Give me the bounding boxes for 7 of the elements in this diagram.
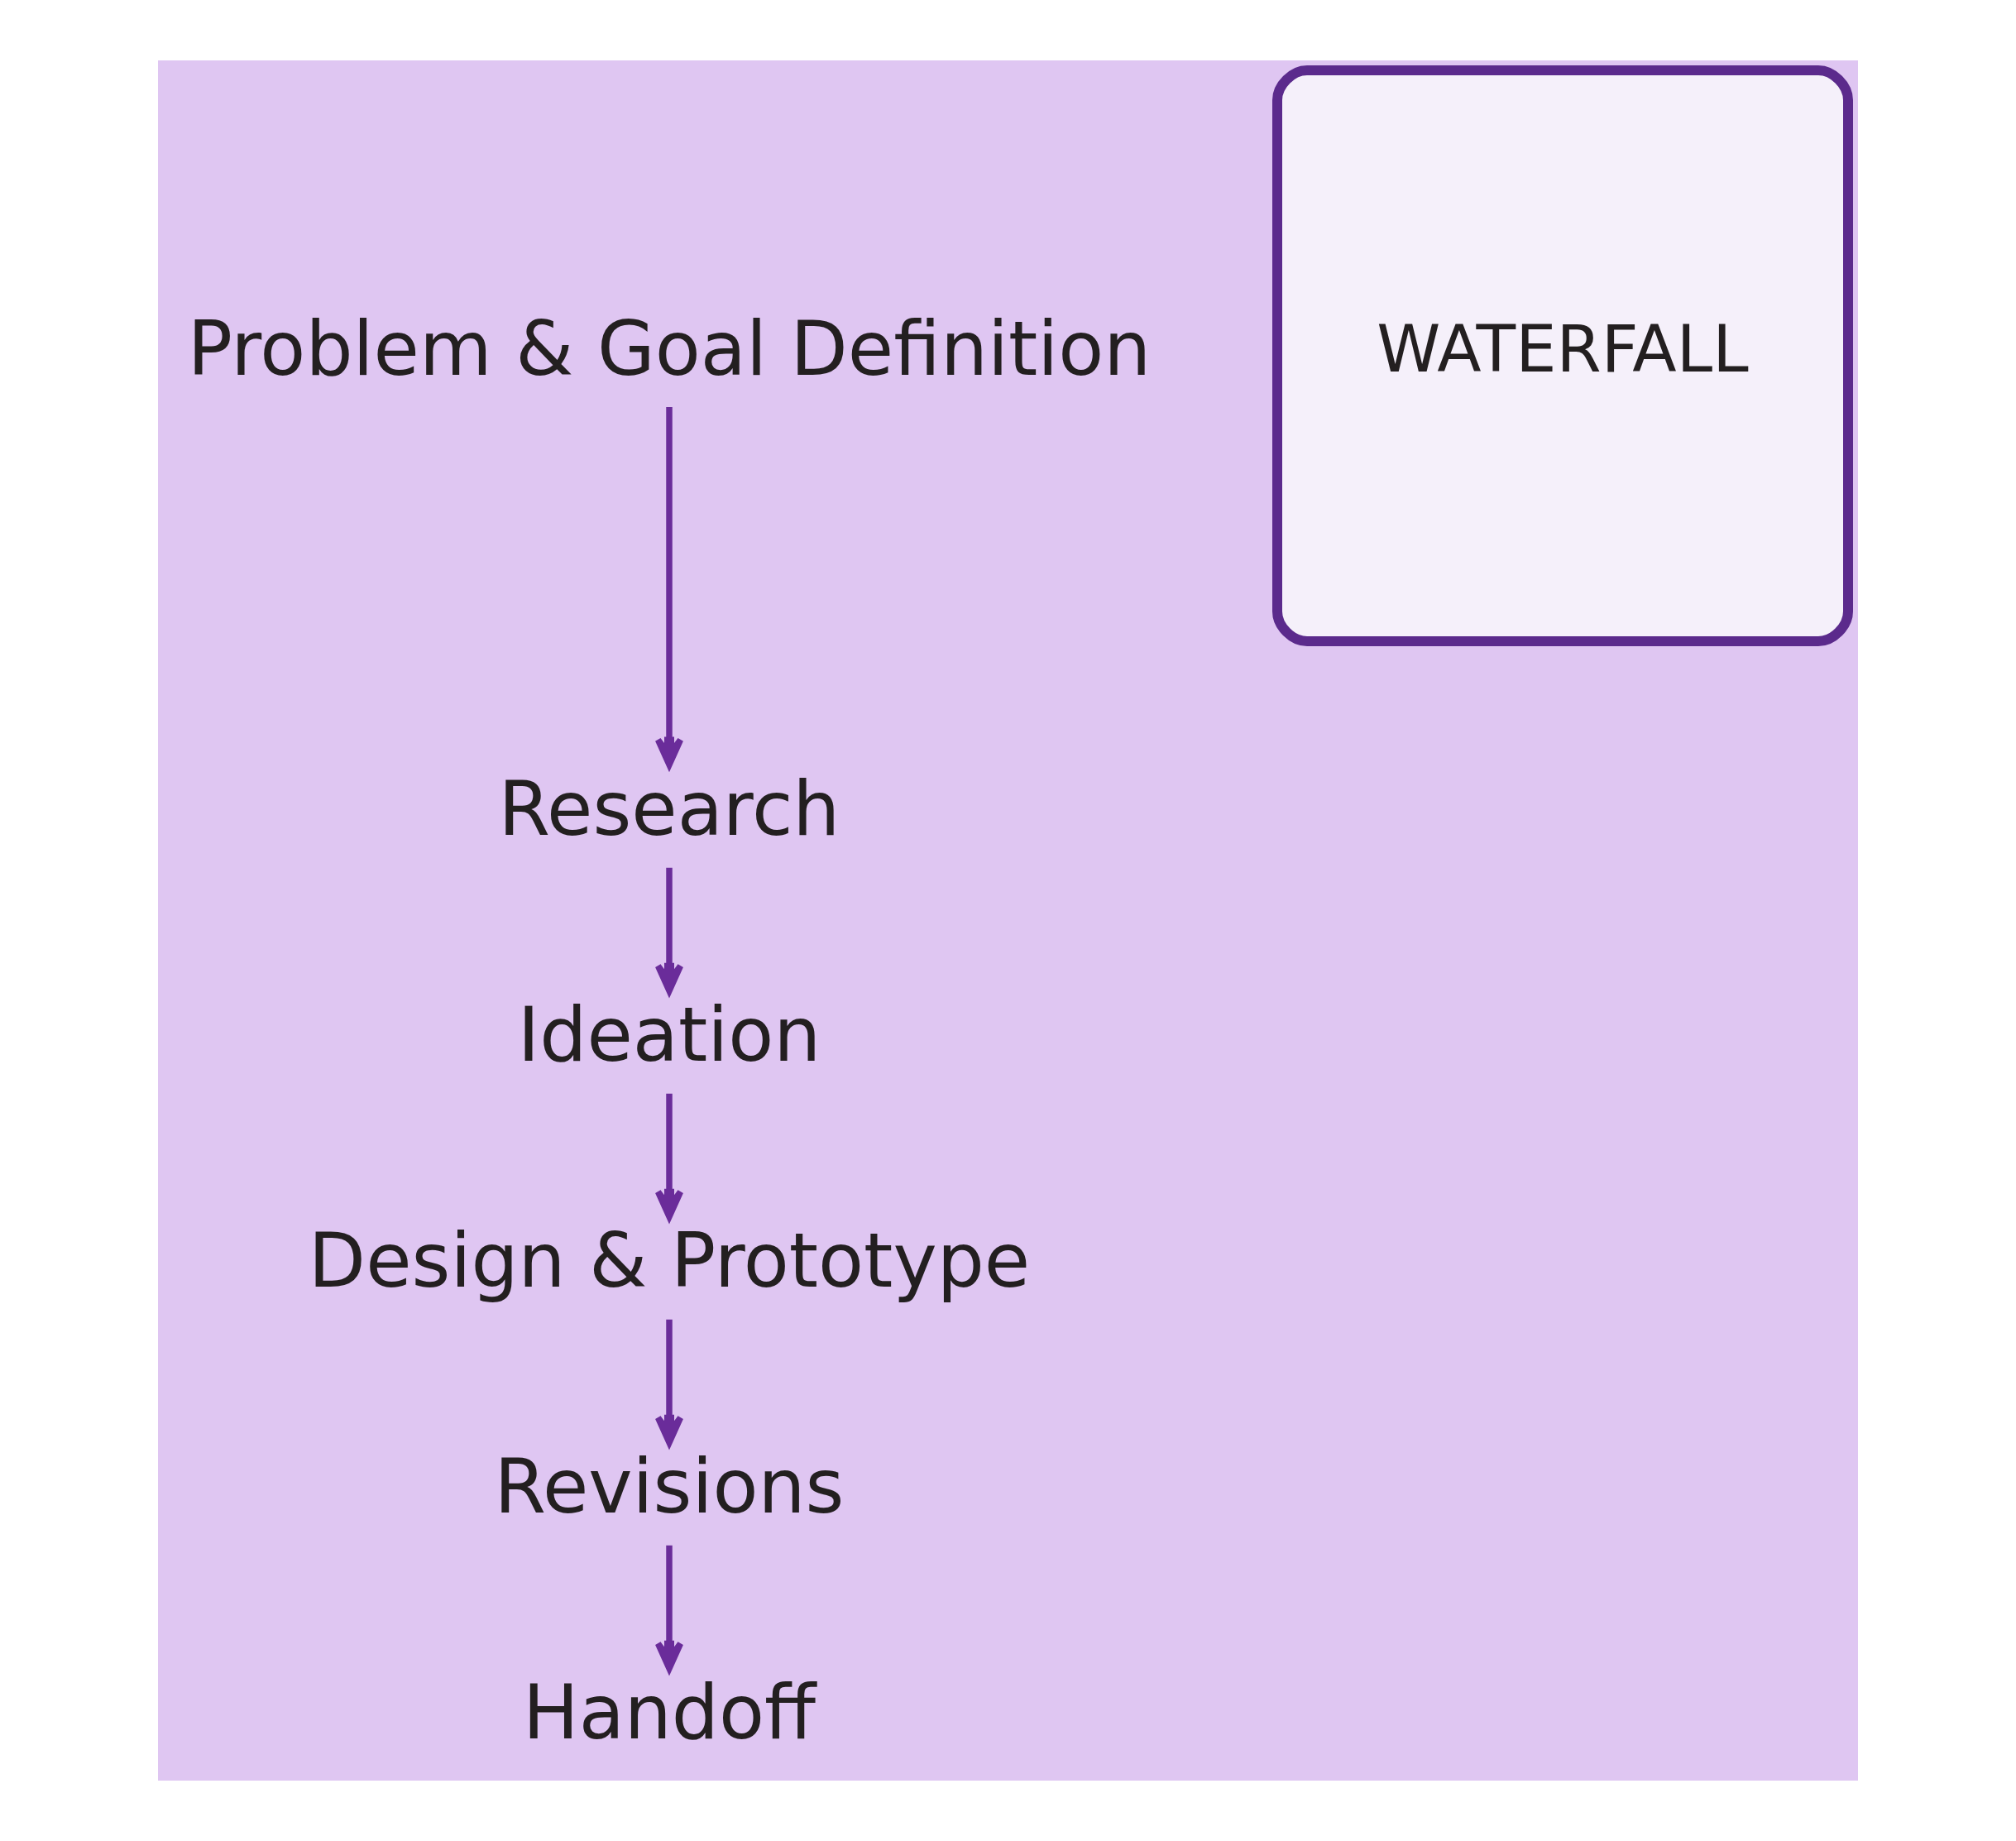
node-text: Handoff [522, 1669, 816, 1756]
node-text: Problem & Goal Definition [187, 304, 1152, 392]
node-text: Research [498, 765, 840, 852]
node-box: WATERFALL [1272, 65, 1853, 646]
node-text: Revisions [494, 1443, 845, 1530]
node-text: Design & Prototype [308, 1217, 1031, 1304]
node-text: Ideation [517, 991, 821, 1078]
